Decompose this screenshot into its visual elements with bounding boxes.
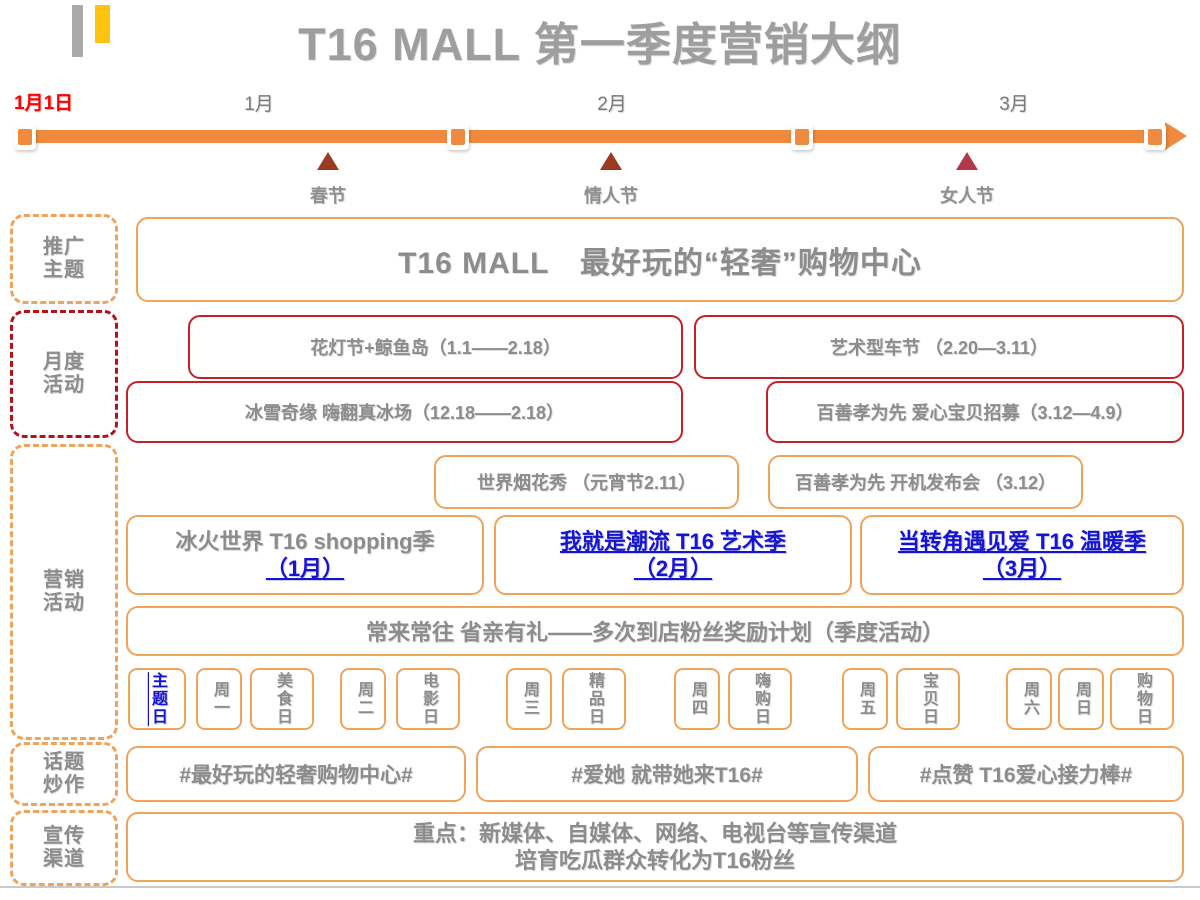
timeline-axis [25, 130, 1170, 143]
season-month-2[interactable]: （2月） [633, 556, 713, 581]
marketing-event-box-1: 世界烟花秀 （元宵节2.11） [434, 455, 739, 509]
monthly-activity-box-3: 冰雪奇缘 嗨翻真冰场（12.18——2.18） [126, 381, 683, 443]
day-box-premium-day: 精品日 [562, 668, 626, 730]
hashtag-box-2: #爱她 就带她来T16# [476, 746, 858, 802]
day-box-hi-buy-day: 嗨购日 [728, 668, 792, 730]
day-box-shopping-day: 购物日 [1110, 668, 1174, 730]
day-box-sunday: 周日 [1058, 668, 1104, 730]
day-box-baby-day: 宝贝日 [896, 668, 960, 730]
timeline-node-1[interactable] [447, 124, 469, 150]
festival-marker-icon-1 [317, 152, 339, 170]
quarter-program-box: 常来常往 省亲有礼——多次到店粉丝奖励计划（季度活动） [126, 606, 1184, 656]
channel-line-1: 重点：新媒体、自媒体、网络、电视台等宣传渠道 [412, 820, 897, 846]
timeline-month-label-2: 2月 [597, 94, 627, 115]
timeline-node-2[interactable] [791, 124, 813, 150]
logo-yellow-bar-icon [95, 5, 110, 43]
day-box-saturday: 周六 [1006, 668, 1052, 730]
day-box-theme-day[interactable]: 主题日 [128, 668, 186, 730]
timeline-month-label-3: 3月 [999, 94, 1029, 115]
footer-divider [0, 886, 1200, 888]
season-month-1[interactable]: （1月） [265, 556, 345, 581]
page-title: T16 MALL 第一季度营销大纲 [298, 19, 902, 70]
category-marketing-activity: 营销活动 [10, 444, 118, 740]
festival-label-3: 女人节 [940, 186, 994, 206]
category-monthly-activity: 月度活动 [10, 310, 118, 438]
day-box-tuesday: 周二 [340, 668, 386, 730]
season-box-3: 当转角遇见爱 T16 温暖季 （3月） [860, 515, 1184, 595]
category-topic-hype: 话题炒作 [10, 742, 118, 806]
timeline-node-start[interactable] [14, 124, 36, 150]
season-title-2[interactable]: 我就是潮流 T16 艺术季 [559, 528, 787, 554]
hashtag-box-3: #点赞 T16爱心接力棒# [868, 746, 1184, 802]
day-box-movie-day: 电影日 [396, 668, 460, 730]
festival-marker-icon-2 [600, 152, 622, 170]
monthly-activity-box-2: 艺术型车节 （2.20—3.11） [694, 315, 1184, 379]
category-label-monthly-activity: 月度活动 [43, 351, 85, 396]
season-month-3[interactable]: （3月） [982, 556, 1062, 581]
promotion-theme-box: T16 MALL 最好玩的“轻奢”购物中心 [136, 217, 1184, 302]
timeline-arrow-icon [1165, 122, 1187, 150]
category-promotion-theme: 推广主题 [10, 214, 118, 304]
day-box-monday: 周一 [196, 668, 242, 730]
hashtag-box-1: #最好玩的轻奢购物中心# [126, 746, 466, 802]
logo-gray-bar-icon [72, 5, 83, 57]
day-box-friday: 周五 [842, 668, 888, 730]
category-label-promotion-channel: 宣传渠道 [43, 825, 85, 870]
timeline-month-label-1: 1月 [244, 94, 274, 115]
day-box-food-day: 美食日 [250, 668, 314, 730]
category-label-topic-hype: 话题炒作 [43, 751, 85, 796]
category-promotion-channel: 宣传渠道 [10, 810, 118, 886]
category-label-marketing-activity: 营销活动 [43, 569, 85, 614]
season-box-2: 我就是潮流 T16 艺术季 （2月） [494, 515, 852, 595]
season-title-1: 冰火世界 T16 shopping季 [175, 528, 435, 554]
channel-line-2: 培育吃瓜群众转化为T16粉丝 [515, 848, 795, 873]
monthly-activity-box-4: 百善孝为先 爱心宝贝招募（3.12—4.9） [766, 381, 1184, 443]
day-box-thursday: 周四 [674, 668, 720, 730]
timeline-node-3[interactable] [1144, 124, 1166, 150]
marketing-event-box-2: 百善孝为先 开机发布会 （3.12） [768, 455, 1083, 509]
festival-label-1: 春节 [310, 186, 346, 206]
festival-marker-icon-3 [956, 152, 978, 170]
promotion-channel-box: 重点：新媒体、自媒体、网络、电视台等宣传渠道 培育吃瓜群众转化为T16粉丝 [126, 812, 1184, 882]
timeline-start-label: 1月1日 [14, 93, 74, 114]
category-label-promotion-theme: 推广主题 [43, 236, 85, 281]
season-title-3[interactable]: 当转角遇见爱 T16 温暖季 [897, 528, 1147, 554]
festival-label-2: 情人节 [584, 186, 638, 206]
day-box-wednesday: 周三 [506, 668, 552, 730]
monthly-activity-box-1: 花灯节+鲸鱼岛（1.1——2.18） [188, 315, 683, 379]
season-box-1: 冰火世界 T16 shopping季 （1月） [126, 515, 484, 595]
